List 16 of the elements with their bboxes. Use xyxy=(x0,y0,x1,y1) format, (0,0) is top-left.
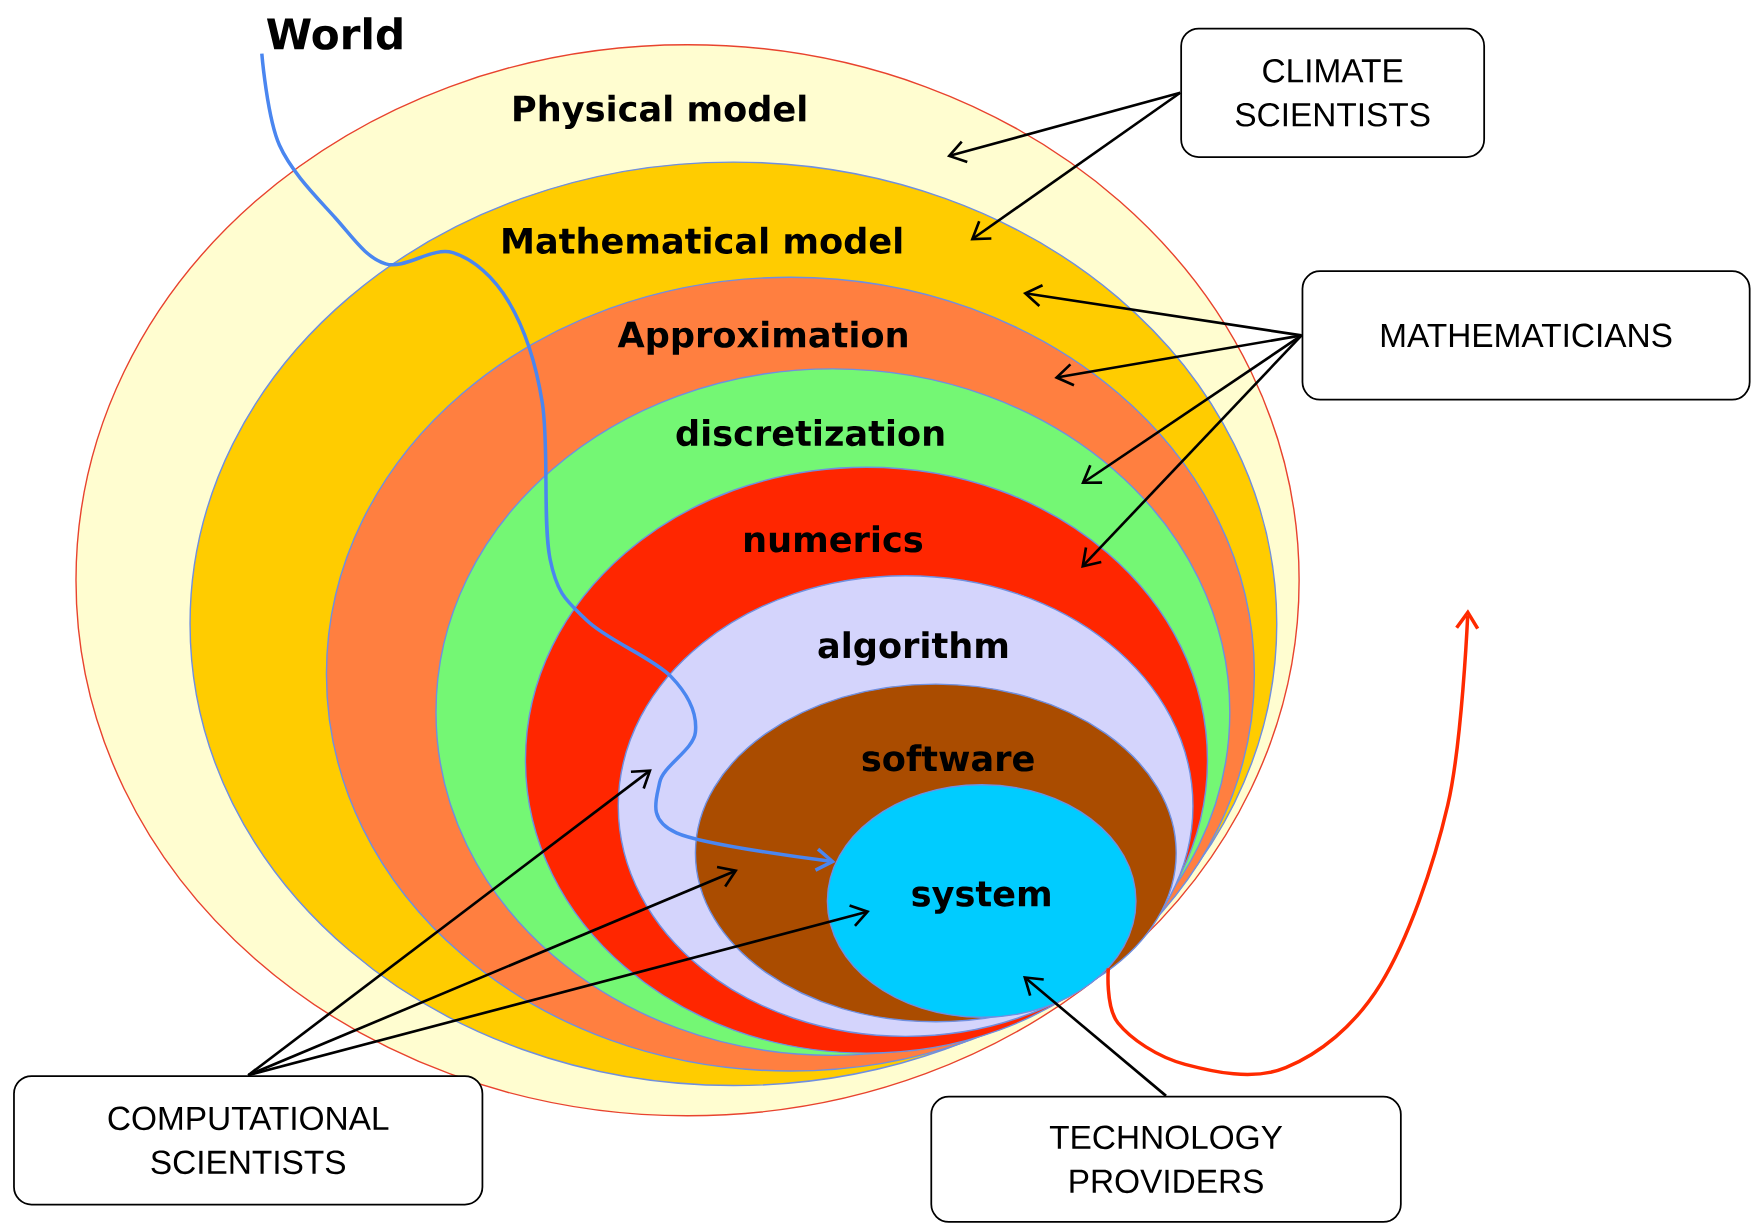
arrow xyxy=(946,91,1181,164)
arrow xyxy=(1023,975,1167,1097)
label-box: MATHEMATICIANS xyxy=(1301,270,1751,401)
arrow xyxy=(1054,334,1302,387)
label-box: CLIMATE SCIENTISTS xyxy=(1180,27,1486,158)
curved-arrow xyxy=(1106,609,1480,1077)
arrow xyxy=(1081,334,1303,485)
arrow xyxy=(970,91,1182,241)
label-box: TECHNOLOGY PROVIDERS xyxy=(930,1095,1402,1223)
ellipse-layer: system xyxy=(826,784,1137,1018)
curved-arrow xyxy=(260,53,836,872)
arrow xyxy=(247,904,870,1077)
arrow xyxy=(1022,283,1302,337)
arrow xyxy=(1081,334,1303,568)
label-box: COMPUTATIONAL SCIENTISTS xyxy=(13,1075,484,1206)
arrow xyxy=(247,769,652,1077)
